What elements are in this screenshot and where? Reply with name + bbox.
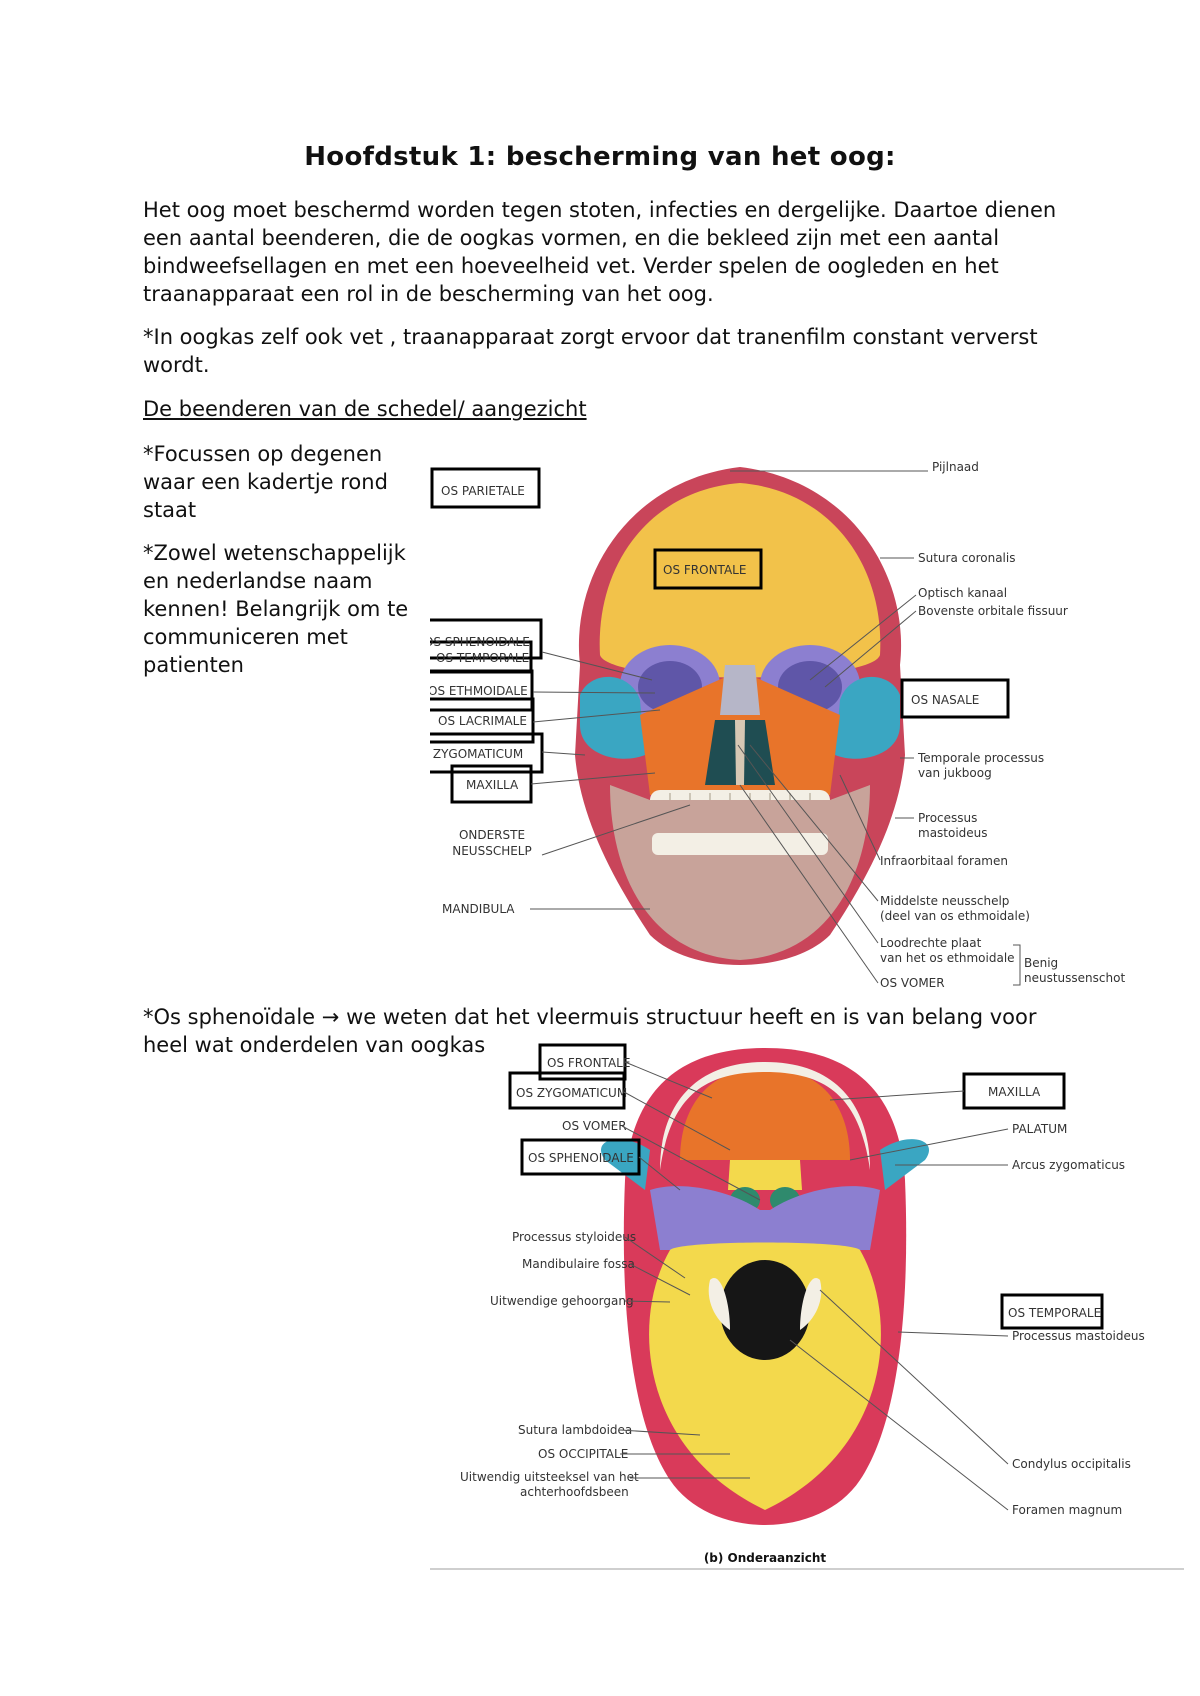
fat-note-paragraph: *In oogkas zelf ook vet , traanapparaat … xyxy=(143,325,1038,377)
front-box-label: MAXILLA xyxy=(466,778,519,792)
skull-bottom-illustration: OS FRONTALE OS ZYGOMATICUM OS SPHENOIDAL… xyxy=(460,1043,1145,1565)
bottom-box-label: OS FRONTALE xyxy=(547,1056,630,1070)
front-left-label: NEUSSCHELP xyxy=(452,844,531,858)
skull-bottom-figure: OS FRONTALE OS ZYGOMATICUM OS SPHENOIDAL… xyxy=(430,1040,1190,1565)
bottom-divider xyxy=(430,1568,1184,1570)
section-heading: De beenderen van de schedel/ aangezicht xyxy=(143,397,587,421)
intro-paragraph: Het oog moet beschermd worden tegen stot… xyxy=(143,198,1057,306)
front-right-label: Processus xyxy=(918,811,977,825)
front-right-label: Pijlnaad xyxy=(932,460,979,474)
front-right-label: neustussenschot xyxy=(1024,971,1125,985)
front-right-label: van het os ethmoidale xyxy=(880,951,1015,965)
bottom-left-label: Mandibulaire fossa xyxy=(522,1257,635,1271)
page-title: Hoofdstuk 1: bescherming van het oog: xyxy=(304,142,896,172)
front-box-label: OS NASALE xyxy=(911,693,979,707)
bottom-left-label: OS VOMER xyxy=(562,1119,627,1133)
naming-note: *Zowel wetenschappelijk en nederlandse n… xyxy=(143,541,409,677)
bottom-right-label: Condylus occipitalis xyxy=(1012,1457,1131,1471)
front-right-label: Temporale processus xyxy=(917,751,1044,765)
front-right-label: Benig xyxy=(1024,956,1058,970)
skull-front-figure: OS PARIETALE OS FRONTALE OS SPHENOIDALE … xyxy=(404,455,1190,1000)
bottom-right-label: Processus mastoideus xyxy=(1012,1329,1145,1343)
front-box-label: OS PARIETALE xyxy=(441,484,525,498)
front-right-label: Middelste neusschelp xyxy=(880,894,1009,908)
front-box-label: OS FRONTALE xyxy=(663,563,746,577)
front-right-label: OS VOMER xyxy=(880,976,945,990)
bottom-right-label: PALATUM xyxy=(1012,1122,1067,1136)
front-right-label: Optisch kanaal xyxy=(918,586,1007,600)
bottom-left-label: Processus styloideus xyxy=(512,1230,636,1244)
skull-front-illustration: OS PARIETALE OS FRONTALE OS SPHENOIDALE … xyxy=(404,460,1125,990)
front-box-label: OS ZYGOMATICUM xyxy=(430,747,523,761)
front-box-label: OS LACRIMALE xyxy=(438,714,527,728)
front-right-label: mastoideus xyxy=(918,826,988,840)
front-right-label: Infraorbitaal foramen xyxy=(880,854,1008,868)
front-box-label: OS TEMPORALE xyxy=(436,651,529,665)
front-box-label: OS SPHENOIDALE xyxy=(430,635,530,649)
bottom-right-label: Arcus zygomaticus xyxy=(1012,1158,1125,1172)
sphenoid-text: we weten dat het vleermuis structuur hee… xyxy=(143,1005,1037,1057)
bottom-box-label: OS SPHENOIDALE xyxy=(528,1151,634,1165)
skull-bottom-drawing xyxy=(601,1048,929,1525)
bottom-box-label: OS ZYGOMATICUM xyxy=(516,1086,627,1100)
front-right-label: Sutura coronalis xyxy=(918,551,1015,565)
front-right-label: Loodrechte plaat xyxy=(880,936,982,950)
right-arrow-icon: → xyxy=(321,1005,340,1029)
focus-note: *Focussen op degenen waar een kadertje r… xyxy=(143,442,388,522)
bottom-right-label: Foramen magnum xyxy=(1012,1503,1122,1517)
bottom-left-label: Uitwendig uitsteeksel van het xyxy=(460,1470,639,1484)
bottom-left-label: achterhoofdsbeen xyxy=(520,1485,629,1499)
front-left-label: MANDIBULA xyxy=(442,902,515,916)
front-box-label: OS ETHMOIDALE xyxy=(430,684,528,698)
bottom-box-label: MAXILLA xyxy=(988,1085,1041,1099)
front-right-label: van jukboog xyxy=(918,766,992,780)
front-left-label: ONDERSTE xyxy=(459,828,525,842)
bottom-left-label: OS OCCIPITALE xyxy=(538,1447,628,1461)
front-right-label: (deel van os ethmoidale) xyxy=(880,909,1030,923)
skull-front-drawing xyxy=(575,467,905,965)
sphenoid-prefix: *Os sphenoïdale xyxy=(143,1005,316,1029)
front-right-label: Bovenste orbitale fissuur xyxy=(918,604,1068,618)
bottom-figure-caption: (b) Onderaanzicht xyxy=(704,1551,827,1565)
bottom-box-label: OS TEMPORALE xyxy=(1008,1306,1101,1320)
bottom-left-label: Sutura lambdoidea xyxy=(518,1423,632,1437)
sphenoid-paragraph: *Os sphenoïdale → we weten dat het vleer… xyxy=(143,1003,1063,1059)
bottom-left-label: Uitwendige gehoorgang xyxy=(490,1294,634,1308)
